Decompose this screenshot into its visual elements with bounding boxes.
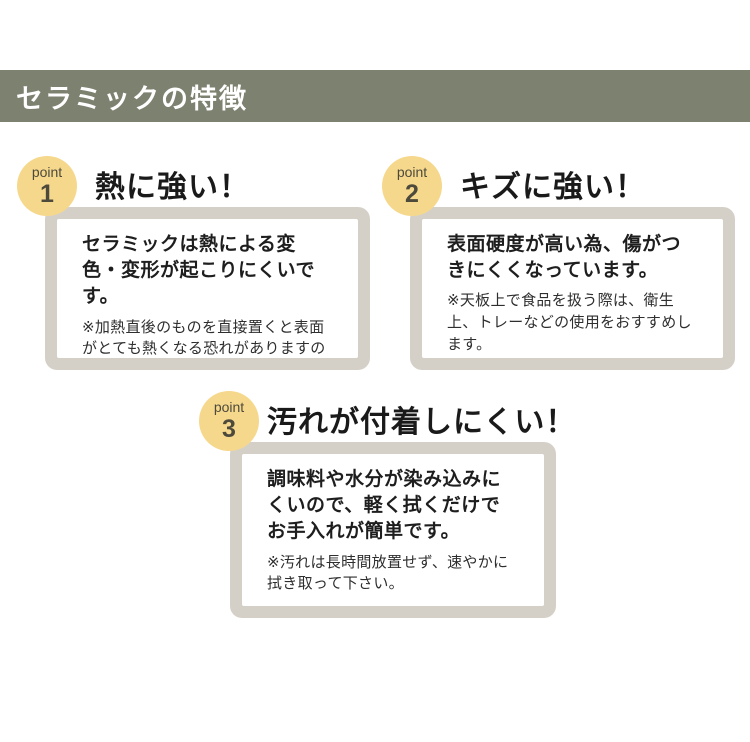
point-badge-number: 2 xyxy=(405,180,419,208)
point-1-card: セラミックは熱による変色・変形が起こりにくいです。 ※加熱直後のものを直接置くと… xyxy=(45,207,370,370)
point-3-badge: point 3 xyxy=(199,391,259,451)
point-1-body: セラミックは熱による変色・変形が起こりにくいです。 xyxy=(82,234,316,308)
point-2-badge: point 2 xyxy=(382,156,442,216)
point-badge-number: 3 xyxy=(222,415,236,443)
point-3-card-inner: 調味料や水分が染み込みにくいので、軽く拭くだけでお手入れが簡単です。 ※汚れは長… xyxy=(242,454,544,606)
point-2-body: 表面硬度が高い為、傷がつきにくくなっています。 xyxy=(447,234,682,282)
point-2-note: ※天板上で食品を扱う際は、衛生上、トレーなどの使用をおすすめします。 xyxy=(447,292,692,353)
point-2-title: キズに強い！ xyxy=(460,171,646,204)
point-1-note: ※加熱直後のものを直接置くと表面がとても熱くなる恐れがありますのでご注意下さい。 xyxy=(82,318,326,358)
section-header: セラミックの特徴 xyxy=(0,70,750,122)
point-2-card-inner: 表面硬度が高い為、傷がつきにくくなっています。 ※天板上で食品を扱う際は、衛生上… xyxy=(422,219,723,358)
point-1-badge: point 1 xyxy=(17,156,77,216)
point-1-card-inner: セラミックは熱による変色・変形が起こりにくいです。 ※加熱直後のものを直接置くと… xyxy=(57,219,358,358)
point-3-title: 汚れが付着しにくい！ xyxy=(267,406,577,439)
point-3-section: point 3 汚れが付着しにくい！ 調味料や水分が染み込みにくいので、軽く拭く… xyxy=(199,391,575,626)
point-3-body: 調味料や水分が染み込みにくいので、軽く拭くだけでお手入れが簡単です。 xyxy=(267,469,502,543)
point-badge-number: 1 xyxy=(40,180,54,208)
page-title: セラミックの特徴 xyxy=(16,83,248,114)
point-1-section: point 1 熱に強い！ セラミックは熱による変色・変形が起こりにくいです。 … xyxy=(17,156,377,376)
point-3-note: ※汚れは長時間放置せず、速やかに拭き取って下さい。 xyxy=(267,553,509,593)
point-2-section: point 2 キズに強い！ 表面硬度が高い為、傷がつきにくくなっています。 ※… xyxy=(382,156,742,376)
point-badge-label: point xyxy=(396,164,428,180)
point-badge-label: point xyxy=(31,164,63,180)
point-2-card: 表面硬度が高い為、傷がつきにくくなっています。 ※天板上で食品を扱う際は、衛生上… xyxy=(410,207,735,370)
point-1-title: 熱に強い！ xyxy=(95,171,250,204)
point-badge-label: point xyxy=(213,399,245,415)
point-3-card: 調味料や水分が染み込みにくいので、軽く拭くだけでお手入れが簡単です。 ※汚れは長… xyxy=(230,442,556,618)
